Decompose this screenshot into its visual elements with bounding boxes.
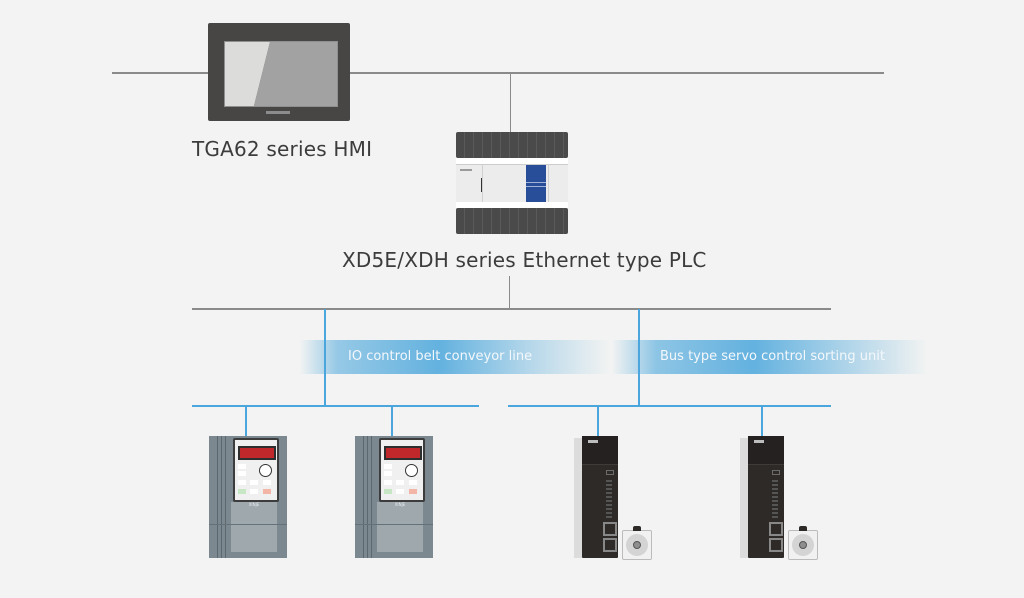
inverter-display bbox=[384, 446, 422, 460]
io-drop-line bbox=[324, 309, 326, 405]
subsystem-band-io-conveyor: IO control belt conveyor line bbox=[300, 340, 610, 374]
plc-panel-line bbox=[526, 186, 546, 187]
hmi-device bbox=[208, 23, 350, 121]
hmi-screen-glare bbox=[225, 42, 273, 106]
inverter-device: XINJE bbox=[355, 436, 433, 558]
servo-2-drop bbox=[761, 406, 763, 436]
plc-comm-panel bbox=[526, 165, 546, 208]
servo-drive bbox=[582, 436, 618, 558]
servo-drop-line bbox=[638, 309, 640, 405]
plc-model-mark bbox=[460, 169, 472, 171]
ethernet-port-icon bbox=[603, 522, 617, 536]
subsystem-band-servo-sorting: Bus type servo control sorting unit bbox=[612, 340, 927, 374]
plc-panel-line bbox=[526, 182, 546, 183]
servo-drive bbox=[748, 436, 784, 558]
ethernet-backbone-top bbox=[112, 72, 884, 74]
servo-brand-badge bbox=[588, 440, 598, 443]
hmi-label: TGA62 series HMI bbox=[192, 137, 373, 161]
inverter-1-drop bbox=[245, 406, 247, 436]
servo-io-terminal bbox=[772, 480, 778, 520]
field-backbone bbox=[192, 308, 831, 310]
inverter-2-drop bbox=[391, 406, 393, 436]
plc-divider bbox=[482, 165, 483, 203]
inverter-knob-icon bbox=[259, 464, 272, 477]
servo-brand-badge bbox=[754, 440, 764, 443]
hmi-screen bbox=[224, 41, 338, 107]
inverter-keypad bbox=[233, 438, 279, 502]
plc-strip-top bbox=[456, 158, 568, 164]
servo-io-terminal bbox=[606, 480, 612, 520]
inverter-keypad bbox=[379, 438, 425, 502]
plc-downlink-line bbox=[509, 276, 510, 309]
inverter-display bbox=[238, 446, 276, 460]
inverter-brand: XINJE bbox=[248, 502, 260, 507]
hmi-logo bbox=[266, 111, 290, 114]
servo-motor bbox=[622, 526, 652, 560]
servo-shadow bbox=[574, 438, 582, 558]
servo-shadow bbox=[740, 438, 748, 558]
plc-terminal-bottom bbox=[456, 208, 568, 234]
servo-connector bbox=[772, 470, 780, 475]
io-bus bbox=[192, 405, 479, 407]
servo-motor bbox=[788, 526, 818, 560]
ethernet-port-icon bbox=[769, 522, 783, 536]
inverter-lower-panel bbox=[377, 502, 423, 552]
servo-bus bbox=[508, 405, 831, 407]
inverter-knob-icon bbox=[405, 464, 418, 477]
plc-body bbox=[456, 164, 568, 204]
plc-terminal-top bbox=[456, 132, 568, 158]
plc-strip-bottom bbox=[456, 202, 568, 208]
inverter-lower-panel bbox=[231, 502, 277, 552]
inverter-brand: XINJE bbox=[394, 502, 406, 507]
ethernet-port-icon bbox=[769, 538, 783, 552]
plc-label: XD5E/XDH series Ethernet type PLC bbox=[342, 248, 707, 272]
ethernet-port-icon bbox=[603, 538, 617, 552]
plc-uplink-line bbox=[510, 73, 511, 132]
servo-1-drop bbox=[597, 406, 599, 436]
plc-device bbox=[456, 132, 568, 234]
servo-connector bbox=[606, 470, 614, 475]
plc-divider bbox=[548, 165, 549, 203]
inverter-device: XINJE bbox=[209, 436, 287, 558]
